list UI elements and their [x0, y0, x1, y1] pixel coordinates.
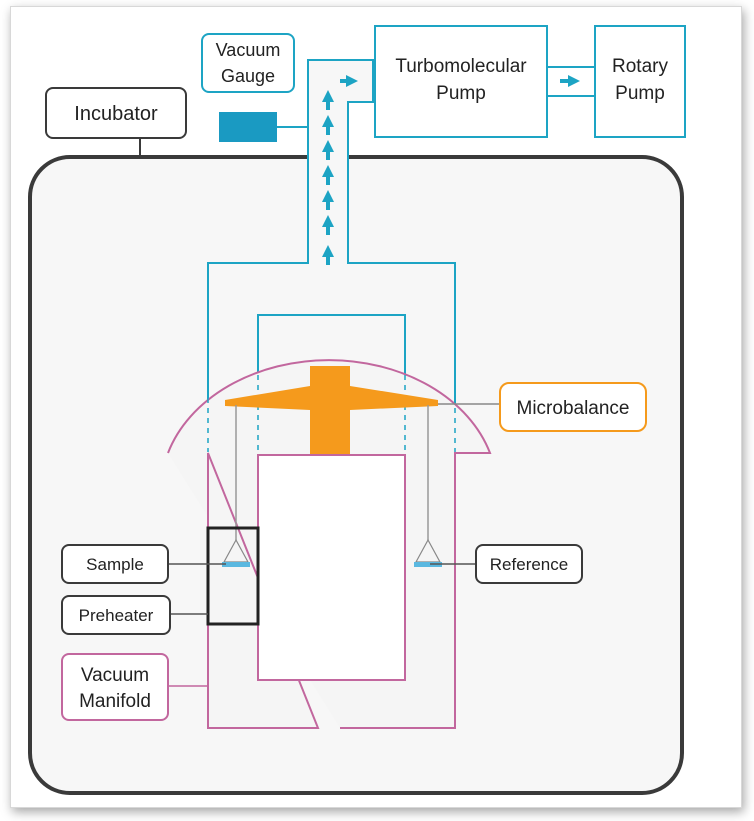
flow-arrows [322, 75, 580, 265]
vacuum-gauge-label-1: Vacuum [216, 40, 281, 60]
reference-label-box [475, 544, 583, 584]
preheater-label-box [61, 595, 171, 635]
preheater-box [206, 526, 260, 626]
sample-label-box [61, 544, 169, 584]
microbalance-label: Microbalance [517, 398, 630, 419]
turbo-label-2: Pump [436, 83, 486, 104]
turbo-label-1: Turbomolecular [395, 56, 527, 77]
vacuum-gauge-device [219, 112, 277, 142]
vacuum-manifold-label-2: Manifold [79, 691, 151, 712]
balance-wires [235, 405, 429, 540]
turbomolecular-pump [374, 25, 548, 138]
rotary-label-1: Rotary [612, 56, 668, 77]
incubator-label-box [45, 87, 187, 139]
vacuum-manifold [167, 359, 492, 729]
preheater-label: Preheater [79, 606, 154, 625]
sample-pan [222, 538, 250, 567]
reference-label: Reference [490, 555, 568, 574]
rotary-label-2: Pump [615, 83, 665, 104]
microbalance-shape [225, 366, 438, 454]
vacuum-manifold-label-box [61, 653, 169, 721]
incubator-label: Incubator [74, 103, 158, 125]
sample-label: Sample [86, 555, 144, 574]
vacuum-gauge-label-2: Gauge [221, 66, 275, 86]
turbo-rotary-connector [547, 66, 595, 97]
reference-pan [414, 538, 442, 567]
rotary-pump [594, 25, 686, 138]
vacuum-gauge-label-box [201, 33, 295, 93]
vacuum-manifold-label-1: Vacuum [81, 665, 149, 686]
microbalance-label-box [499, 382, 647, 432]
